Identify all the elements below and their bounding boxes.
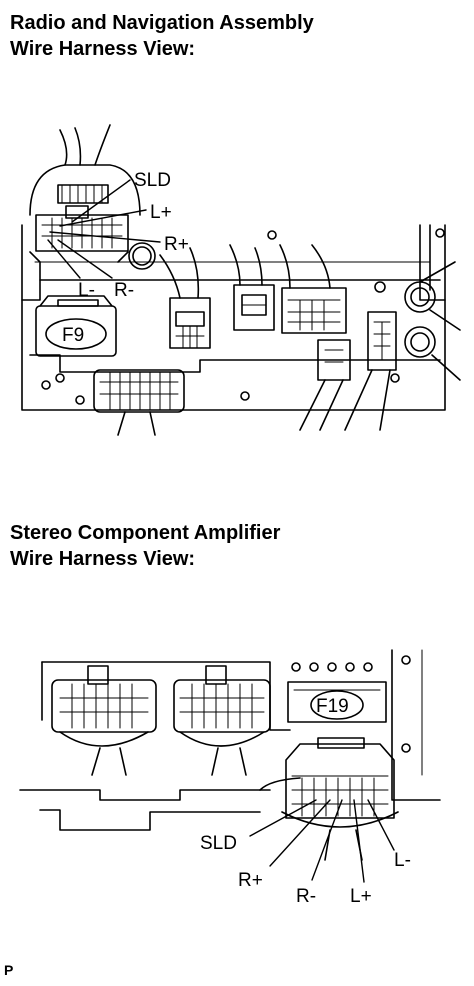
amp-pin-lplus-label: L+ (350, 886, 372, 907)
amplifier-speaker-connector (281, 737, 399, 861)
radio-bottom-connector (93, 369, 185, 436)
amplifier-title-line2: Wire Harness View: (10, 548, 196, 570)
footer-mark: P (4, 962, 14, 978)
radio-pin-lplus-label: L+ (150, 202, 172, 223)
amplifier-left-connector (51, 665, 157, 776)
amplifier-drawing (19, 649, 441, 831)
radio-pin-rplus-label: R+ (164, 234, 189, 255)
radio-pin-leaders (47, 179, 161, 279)
amplifier-middle-connector (173, 665, 271, 776)
radio-center-connectors (229, 244, 347, 334)
amplifier-title-line1: Stereo Component Amplifier (10, 522, 281, 544)
connector-f9 (35, 295, 117, 357)
radio-section-title: Radio and Navigation Assembly Wire Harne… (10, 10, 314, 62)
radio-pin-sld-label: SLD (134, 170, 171, 191)
radio-title-line2: Wire Harness View: (10, 38, 196, 60)
connector-f9-code: F9 (62, 325, 84, 346)
amp-pin-sld-label: SLD (200, 833, 237, 854)
radio-pin-rminus-label: R- (114, 280, 134, 301)
radio-right-connectors (299, 311, 397, 431)
radio-navigation-assembly-drawing (21, 224, 461, 411)
amp-pin-rplus-label: R+ (238, 870, 263, 891)
radio-speaker-connector (29, 124, 141, 281)
connector-f19-code: F19 (316, 696, 349, 717)
amp-pin-lminus-label: L- (394, 850, 411, 871)
radio-title-line1: Radio and Navigation Assembly (10, 12, 314, 34)
radio-mid-connector (159, 247, 211, 349)
amplifier-pin-leaders (249, 799, 395, 883)
radio-pin-lminus-label: L- (78, 280, 95, 301)
amp-pin-rminus-label: R- (296, 886, 316, 907)
amplifier-section-title: Stereo Component Amplifier Wire Harness … (10, 520, 280, 572)
connector-f19 (287, 681, 387, 723)
